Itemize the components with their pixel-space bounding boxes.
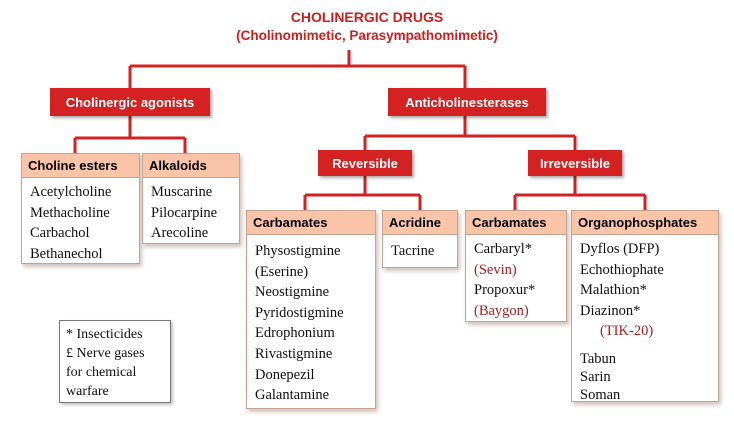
box-title: Choline esters (22, 154, 139, 178)
list-item: Bethanechol (30, 245, 103, 262)
node-anticholinesterases: Anticholinesterases (388, 88, 546, 116)
box-acridine: Acridine Tacrine (382, 210, 458, 268)
list-item: Malathion* (580, 282, 647, 299)
box-choline-esters: Choline esters Acetylcholine Methacholin… (21, 153, 140, 264)
list-item-brand: (Baygon) (474, 302, 529, 319)
node-cholinergic-agonists: Cholinergic agonists (50, 88, 210, 116)
legend-item: * Insecticides (66, 327, 143, 342)
list-item: Donepezil (255, 366, 315, 383)
list-item: (Eserine) (255, 263, 309, 280)
list-item: Soman (580, 386, 621, 403)
box-alkaloids: Alkaloids Muscarine Pilocarpine Arecolin… (142, 153, 240, 244)
list-item-brand: (Sevin) (474, 261, 517, 278)
list-item: Echothiophate (580, 261, 664, 278)
list-item: Muscarine (151, 184, 213, 200)
list-item: Dyflos (DFP) (580, 241, 660, 257)
list-item: Galantamine (255, 387, 330, 404)
diagram-subtitle: (Cholinomimetic, Parasympathomimetic) (236, 28, 498, 43)
node-reversible: Reversible (318, 150, 412, 176)
legend-item: £ Nerve gases (66, 346, 145, 361)
list-item: Acetylcholine (30, 184, 112, 200)
box-reversible-carbamates: Carbamates Physostigmine (Eserine) Neost… (246, 210, 376, 409)
list-item: Diazinon* (580, 302, 641, 319)
list-item: Neostigmine (255, 284, 330, 301)
list-item: Pyridostigmine (255, 304, 344, 321)
list-item: Arecoline (151, 225, 209, 242)
list-item: Tabun (580, 350, 617, 367)
list-item: Pilocarpine (151, 204, 218, 221)
legend-item: warfare (66, 384, 109, 399)
node-irreversible: Irreversible (528, 150, 622, 176)
list-item: Edrophonium (255, 325, 335, 342)
list-item: Physostigmine (255, 243, 341, 259)
diagram-title: CHOLINERGIC DRUGS (290, 9, 444, 25)
list-item: Sarin (580, 368, 611, 385)
box-title: Carbamates (247, 211, 375, 235)
box-title: Carbamates (466, 211, 566, 235)
list-item: Carbaryl* (474, 241, 532, 257)
box-irreversible-carbamates: Carbamates Carbaryl* (Sevin) Propoxur* (… (465, 210, 567, 322)
box-organophosphates: Organophosphates Dyflos (DFP) Echothioph… (571, 210, 719, 403)
box-title: Acridine (383, 211, 457, 235)
box-title: Alkaloids (143, 154, 239, 178)
list-item: Tacrine (391, 243, 435, 259)
list-item: Propoxur* (474, 282, 536, 299)
list-item: Methacholine (30, 204, 110, 221)
list-item-brand: (TIK-20) (600, 323, 654, 340)
legend-box: * Insecticides £ Nerve gases for chemica… (59, 320, 171, 403)
box-title: Organophosphates (572, 211, 718, 235)
list-item: Carbachol (30, 225, 90, 242)
legend-item: for chemical (66, 365, 137, 380)
list-item: Rivastigmine (255, 345, 333, 362)
